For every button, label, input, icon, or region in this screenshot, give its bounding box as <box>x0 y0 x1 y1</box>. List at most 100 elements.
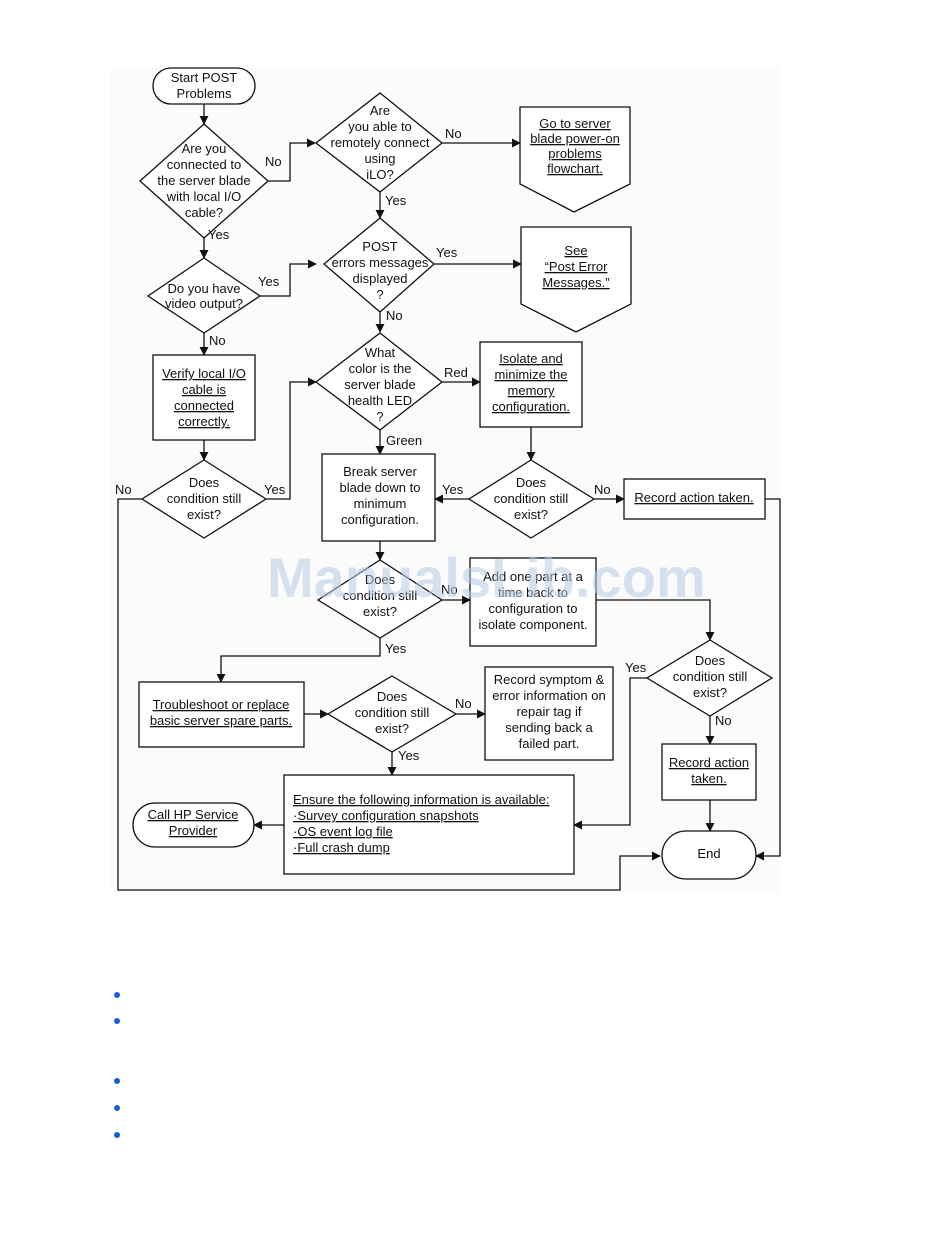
node-text-remote-ilo: remotely connect <box>331 135 430 150</box>
bullet-item <box>112 1103 124 1115</box>
node-text-local-io: connected to <box>167 157 241 172</box>
node-text-record-symptom: repair tag if <box>516 704 581 719</box>
node-text-remote-ilo: iLO? <box>366 167 393 182</box>
label-post-errors-no: No <box>386 308 403 323</box>
node-text-health-led: health LED <box>348 393 412 408</box>
node-text-health-led: What <box>365 345 396 360</box>
node-text-start: Start POST <box>171 70 238 85</box>
cond-center-decision <box>316 559 444 639</box>
cond-left-decision <box>140 459 268 539</box>
node-text-cond-mid: condition still <box>494 491 569 506</box>
node-text-verify-cable: Verify local I/O <box>162 366 246 381</box>
verify-cable-box <box>152 354 256 441</box>
cond-mid-decision <box>467 459 596 539</box>
edge-video-yes <box>260 259 317 297</box>
node-text-break-down: blade down to <box>340 480 421 495</box>
edge-local-io-no <box>268 138 316 182</box>
node-text-post-errors: errors messages <box>332 255 429 270</box>
node-text-power-on: problems <box>548 146 602 161</box>
node-text-power-on: flowchart. <box>547 161 603 176</box>
cond-lower-decision <box>326 675 458 753</box>
node-text-end: End <box>697 846 720 861</box>
edge-add-to-cond <box>596 599 715 641</box>
node-text-break-down: Break server <box>343 464 417 479</box>
node-text-add-part: Add one part at a <box>483 569 584 584</box>
node-text-video: Do you have <box>168 281 241 296</box>
node-text-isolate-memory: configuration. <box>492 399 570 414</box>
health-led-decision <box>314 332 444 431</box>
node-text-post-errors: POST <box>362 239 397 254</box>
label-video-no: No <box>209 333 226 348</box>
node-text-health-led: color is the <box>349 361 412 376</box>
node-text-cond-lower: exist? <box>375 721 409 736</box>
isolate-memory-box <box>479 341 583 428</box>
local-io-decision <box>139 123 269 239</box>
label-remote-ilo-yes: Yes <box>385 193 407 208</box>
edge-cond-center-yes <box>216 638 381 683</box>
node-text-record-symptom: error information on <box>492 688 605 703</box>
node-text-isolate-memory: minimize the <box>495 367 568 382</box>
node-text-remote-ilo: you able to <box>348 119 412 134</box>
cond-right-decision <box>645 639 774 717</box>
label-cond-center-yes: Yes <box>385 641 407 656</box>
node-text-post-errors: ? <box>376 287 383 302</box>
label-cond-left-yes: Yes <box>264 482 286 497</box>
node-text-verify-cable: cable is <box>182 382 227 397</box>
node-text-cond-lower: condition still <box>355 705 430 720</box>
label-health-red: Red <box>444 365 468 380</box>
node-text-record1: Record action taken. <box>634 490 753 505</box>
bullet-item <box>112 1076 124 1088</box>
node-text-break-down: minimum <box>354 496 407 511</box>
node-text-isolate-memory: Isolate and <box>499 351 563 366</box>
node-text-power-on: Go to server <box>539 116 611 131</box>
video-decision <box>146 257 262 334</box>
label-local-io-no: No <box>265 154 282 169</box>
record2-box <box>661 743 757 801</box>
see-post-offpage <box>520 226 632 333</box>
record-symptom-box <box>484 666 614 761</box>
node-text-local-io: with local I/O <box>166 189 241 204</box>
node-text-ensure: Ensure the following information is avai… <box>293 792 550 807</box>
node-text-health-led: server blade <box>344 377 416 392</box>
node-text-power-on: blade power-on <box>530 131 620 146</box>
bullet-item <box>112 1130 124 1142</box>
start-terminator <box>152 67 256 105</box>
node-text-cond-center: condition still <box>343 588 418 603</box>
node-text-record-symptom: sending back a <box>505 720 593 735</box>
bullet-item <box>112 990 124 1002</box>
edge-cond-left-yes <box>266 377 317 500</box>
node-text-call-hp: Provider <box>169 823 218 838</box>
call-hp-terminator <box>132 802 255 848</box>
label-video-yes: Yes <box>258 274 280 289</box>
ensure-box <box>283 774 575 875</box>
node-text-cond-right: exist? <box>693 685 727 700</box>
node-text-start: Problems <box>177 86 232 101</box>
node-text-cond-mid: Does <box>516 475 547 490</box>
node-text-local-io: cable? <box>185 205 223 220</box>
break-down-box <box>321 453 436 542</box>
node-text-troubleshoot: basic server spare parts. <box>150 713 292 728</box>
flowchart-edge-labels: No No Yes Yes Yes Yes No No Red Green Ye… <box>115 126 732 763</box>
node-text-local-io: the server blade <box>157 173 250 188</box>
node-text-see-post: See <box>564 243 587 258</box>
troubleshoot-box <box>138 681 305 748</box>
label-cond-right-yes: Yes <box>625 660 647 675</box>
node-text-post-errors: displayed <box>353 271 408 286</box>
post-errors-decision <box>322 217 435 313</box>
node-text-health-led: ? <box>376 409 383 424</box>
node-text-cond-left: condition still <box>167 491 242 506</box>
bullet-item <box>112 1016 124 1028</box>
node-text-cond-left: Does <box>189 475 220 490</box>
end-terminator <box>661 830 757 880</box>
node-text-add-part: isolate component. <box>478 617 587 632</box>
flowchart-edges <box>117 104 781 891</box>
label-cond-mid-no: No <box>594 482 611 497</box>
edge-cond-left-no <box>117 498 661 891</box>
node-text-break-down: configuration. <box>341 512 419 527</box>
node-text-ensure: ·Full crash dump <box>293 840 390 855</box>
node-text-ensure: ·Survey configuration snapshots <box>293 808 479 823</box>
flowchart-shapes <box>132 67 774 880</box>
watermark: ManualsLib.com <box>267 546 706 609</box>
